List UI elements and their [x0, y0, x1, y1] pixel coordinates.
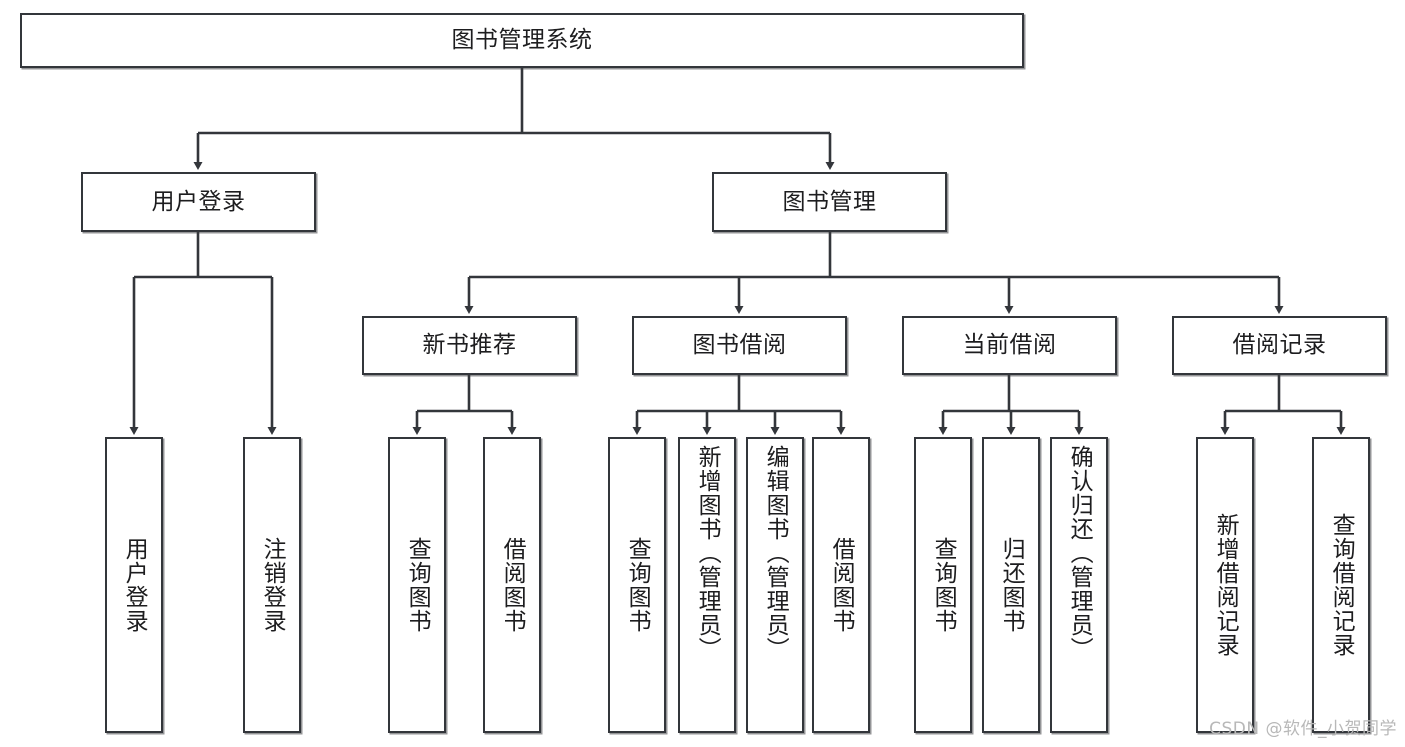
node-leaf-borrow-book-2-label: 借阅图书	[828, 537, 855, 633]
node-new-book-recommend[interactable]: 新书推荐	[362, 316, 577, 375]
node-leaf-confirm-return[interactable]: 确认归还（管理员）	[1050, 437, 1108, 733]
node-book-management[interactable]: 图书管理	[712, 172, 947, 232]
node-leaf-borrow-book-1[interactable]: 借阅图书	[483, 437, 541, 733]
node-borrow-record-label: 借阅记录	[1232, 332, 1327, 359]
node-root[interactable]: 图书管理系统	[20, 13, 1024, 68]
node-leaf-add-record-label: 新增借阅记录	[1212, 513, 1239, 657]
node-leaf-edit-book-label: 编辑图书（管理员）	[762, 445, 789, 661]
node-leaf-add-book[interactable]: 新增图书（管理员）	[678, 437, 736, 733]
node-leaf-query-record[interactable]: 查询借阅记录	[1312, 437, 1370, 733]
node-root-label: 图书管理系统	[451, 27, 593, 54]
node-new-book-recommend-label: 新书推荐	[422, 332, 517, 359]
node-leaf-borrow-book-2[interactable]: 借阅图书	[812, 437, 870, 733]
node-leaf-return-book[interactable]: 归还图书	[982, 437, 1040, 733]
node-leaf-query-book-2[interactable]: 查询图书	[608, 437, 666, 733]
node-borrow-record[interactable]: 借阅记录	[1172, 316, 1387, 375]
node-book-management-label: 图书管理	[782, 188, 877, 215]
node-user-login[interactable]: 用户登录	[81, 172, 316, 232]
node-leaf-query-book-1[interactable]: 查询图书	[388, 437, 446, 733]
node-user-login-label: 用户登录	[151, 188, 246, 215]
node-leaf-edit-book[interactable]: 编辑图书（管理员）	[746, 437, 804, 733]
node-book-borrow[interactable]: 图书借阅	[632, 316, 847, 375]
node-leaf-query-book-3[interactable]: 查询图书	[914, 437, 972, 733]
node-current-borrow-label: 当前借阅	[962, 332, 1057, 359]
node-leaf-return-book-label: 归还图书	[998, 537, 1025, 633]
node-leaf-confirm-return-label: 确认归还（管理员）	[1066, 445, 1093, 661]
node-leaf-user-login-label: 用户登录	[121, 537, 148, 633]
node-leaf-borrow-book-1-label: 借阅图书	[499, 537, 526, 633]
node-leaf-query-book-1-label: 查询图书	[404, 537, 431, 633]
node-leaf-logout[interactable]: 注销登录	[243, 437, 301, 733]
node-book-borrow-label: 图书借阅	[692, 332, 787, 359]
node-leaf-logout-label: 注销登录	[259, 537, 286, 633]
node-leaf-query-book-2-label: 查询图书	[624, 537, 651, 633]
node-leaf-query-record-label: 查询借阅记录	[1328, 513, 1355, 657]
node-leaf-query-book-3-label: 查询图书	[930, 537, 957, 633]
node-current-borrow[interactable]: 当前借阅	[902, 316, 1117, 375]
node-leaf-user-login[interactable]: 用户登录	[105, 437, 163, 733]
node-leaf-add-record[interactable]: 新增借阅记录	[1196, 437, 1254, 733]
node-leaf-add-book-label: 新增图书（管理员）	[694, 445, 721, 661]
